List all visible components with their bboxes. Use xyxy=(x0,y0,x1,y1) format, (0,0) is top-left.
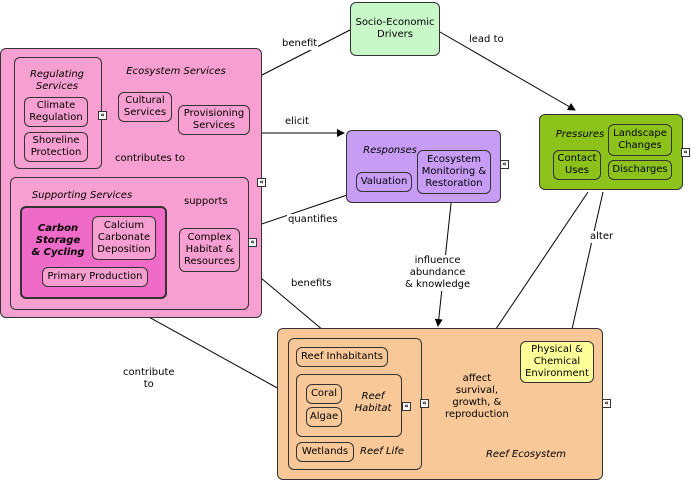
primary-production-node[interactable]: Primary Production xyxy=(42,267,148,287)
link-label-benefits: benefits xyxy=(290,278,333,290)
reef-inhabitants-label: Reef Inhabitants xyxy=(301,351,383,362)
shoreline-protection-label: Shoreline Protection xyxy=(30,135,82,158)
algae-label: Algae xyxy=(309,411,339,422)
valuation-node[interactable]: Valuation xyxy=(356,172,412,192)
link-label-contributes-to: contributes to xyxy=(114,153,186,165)
link-label-lead-to: lead to xyxy=(468,34,505,46)
cultural-services-node[interactable]: Cultural Services xyxy=(118,92,172,122)
algae-node[interactable]: Algae xyxy=(306,407,342,427)
discharges-node[interactable]: Discharges xyxy=(608,160,672,180)
expand-icon[interactable]: « xyxy=(420,399,429,408)
expand-icon[interactable]: « xyxy=(602,399,611,408)
expand-icon[interactable]: « xyxy=(98,111,107,120)
socio-economic-drivers-node[interactable]: Socio-Economic Drivers xyxy=(350,2,440,56)
expand-icon[interactable]: « xyxy=(500,160,509,169)
cultural-services-label: Cultural Services xyxy=(123,95,167,118)
regulating-services-title: Regulating Services xyxy=(29,69,85,92)
discharges-label: Discharges xyxy=(612,164,668,175)
link-label-supports: supports xyxy=(183,196,229,208)
coral-node[interactable]: Coral xyxy=(306,384,342,404)
expand-icon[interactable]: « xyxy=(681,148,690,157)
primary-production-label: Primary Production xyxy=(47,271,143,282)
ecosystem-monitoring-node[interactable]: Ecosystem Monitoring & Restoration xyxy=(417,150,491,194)
expand-icon[interactable]: « xyxy=(402,402,411,411)
coral-label: Coral xyxy=(310,388,338,399)
expand-icon[interactable]: « xyxy=(257,178,266,187)
link-label-benefit: benefit xyxy=(281,38,319,50)
provisioning-services-node[interactable]: Provisioning Services xyxy=(178,105,250,135)
wetlands-label: Wetlands xyxy=(301,446,349,457)
calcium-carbonate-label: Calcium Carbonate Deposition xyxy=(97,220,151,255)
landscape-changes-label: Landscape Changes xyxy=(613,128,667,151)
link-label-elicit: elicit xyxy=(284,116,310,128)
calcium-carbonate-node[interactable]: Calcium Carbonate Deposition xyxy=(92,216,156,260)
link-label-contribute-to: contribute to xyxy=(122,367,176,391)
reef-habitat-group[interactable]: Reef Habitat xyxy=(296,374,402,437)
complex-habitat-label: Complex Habitat & Resources xyxy=(183,232,236,267)
contact-uses-node[interactable]: Contact Uses xyxy=(553,150,601,180)
reef-habitat-title: Reef Habitat xyxy=(354,391,392,414)
pressures-title: Pressures xyxy=(555,129,605,140)
reef-life-title: Reef Life xyxy=(360,446,404,457)
carbon-storage-title: Carbon Storage & Cycling xyxy=(31,223,85,258)
reef-ecosystem-title: Reef Ecosystem xyxy=(485,449,567,460)
physical-chemical-label: Physical & Chemical Environment xyxy=(525,344,589,379)
climate-regulation-label: Climate Regulation xyxy=(29,100,83,123)
valuation-label: Valuation xyxy=(360,176,408,187)
link-label-influence: influence abundance & knowledge xyxy=(404,255,472,291)
expand-icon[interactable]: « xyxy=(248,238,257,247)
link-label-alter: alter xyxy=(589,231,615,243)
physical-chemical-node[interactable]: Physical & Chemical Environment xyxy=(520,341,594,383)
supporting-services-title: Supporting Services xyxy=(31,190,133,201)
socio-economic-drivers-label: Socio-Economic Drivers xyxy=(355,17,435,40)
landscape-changes-node[interactable]: Landscape Changes xyxy=(608,124,672,156)
link-label-affect: affect survival, growth, & reproduction xyxy=(444,373,510,421)
link-label-quantifies: quantifies xyxy=(287,214,339,226)
reef-inhabitants-node[interactable]: Reef Inhabitants xyxy=(296,347,388,367)
ecosystem-services-title: Ecosystem Services xyxy=(126,66,226,77)
provisioning-services-label: Provisioning Services xyxy=(183,108,245,131)
responses-title: Responses xyxy=(363,145,417,156)
wetlands-node[interactable]: Wetlands xyxy=(296,442,354,462)
shoreline-protection-node[interactable]: Shoreline Protection xyxy=(24,132,88,162)
climate-regulation-node[interactable]: Climate Regulation xyxy=(24,97,88,127)
complex-habitat-node[interactable]: Complex Habitat & Resources xyxy=(179,228,240,272)
contact-uses-label: Contact Uses xyxy=(557,153,597,176)
ecosystem-monitoring-label: Ecosystem Monitoring & Restoration xyxy=(421,154,487,189)
